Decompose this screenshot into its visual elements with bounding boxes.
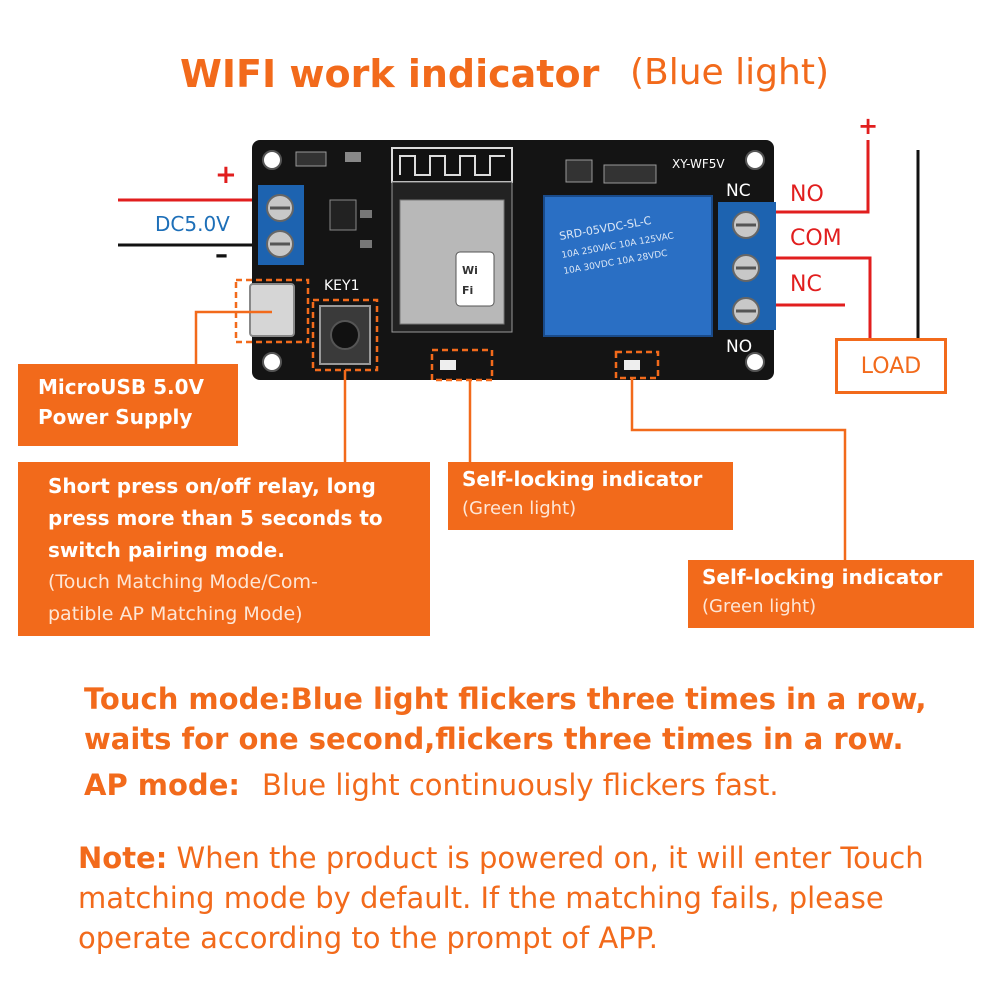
green-led-connector-line	[630, 378, 847, 562]
svg-text:NC: NC	[726, 181, 751, 201]
callout-title: Self-locking indicator	[702, 565, 943, 589]
mounting-hole	[745, 150, 765, 170]
green-led	[624, 360, 640, 370]
usb-callout: MicroUSB 5.0V Power Supply	[18, 364, 238, 446]
title-sub: (Blue light)	[630, 52, 829, 93]
ap-mode-text: Blue light continuously flickers fast.	[261, 768, 779, 802]
negative-label: –	[215, 240, 228, 270]
key-callout-line: Short press on/off relay, long	[48, 474, 376, 498]
no-terminal-label: NO	[790, 182, 824, 207]
callout-subtitle: (Green light)	[462, 498, 577, 519]
note-key: Note:	[78, 841, 168, 875]
ap-mode-line: AP mode: Blue light continuously flickers…	[84, 768, 779, 802]
svg-text:Wi: Wi	[462, 264, 478, 277]
callout-subtitle: (Green light)	[702, 596, 817, 617]
nc-terminal-label: NC	[790, 272, 822, 297]
usb-connector-line	[194, 310, 272, 366]
blue-led-callout: Self-locking indicator (Green light)	[448, 462, 733, 530]
no-wire	[775, 140, 870, 214]
note-block: Note: When the product is powered on, it…	[78, 838, 978, 958]
key-callout-line: press more than 5 seconds to	[48, 506, 383, 530]
ap-mode-key: AP mode:	[84, 768, 240, 802]
load-box: LOAD	[835, 338, 947, 394]
mounting-hole	[262, 150, 282, 170]
key-callout: Short press on/off relay, long press mor…	[18, 462, 430, 636]
green-led-callout: Self-locking indicator (Green light)	[688, 560, 974, 628]
micro-usb-port	[249, 283, 295, 337]
mounting-hole	[745, 352, 765, 372]
key-callout-note: patible AP Matching Mode)	[48, 603, 303, 625]
wifi-antenna	[391, 147, 513, 183]
touch-mode-line-2: waits for one second,flickers three time…	[84, 722, 904, 756]
load-positive-label: +	[858, 112, 879, 140]
relay	[543, 195, 713, 337]
mounting-hole	[262, 352, 282, 372]
model-label: XY-WF5V	[672, 157, 725, 171]
positive-label: +	[215, 160, 237, 190]
com-terminal-label: COM	[790, 226, 842, 251]
dc-voltage-label: DC5.0V	[155, 212, 230, 236]
svg-text:NO: NO	[726, 337, 752, 357]
touch-mode-line-1: Touch mode:Blue light flickers three tim…	[84, 682, 927, 716]
callout-title: Self-locking indicator	[462, 467, 703, 491]
key-callout-note: (Touch Matching Mode/Com-	[48, 571, 318, 593]
wifi-logo-icon	[455, 251, 495, 307]
blue-led	[440, 360, 456, 370]
usb-callout-line: Power Supply	[38, 405, 193, 429]
usb-callout-line: MicroUSB 5.0V	[38, 375, 204, 399]
key-label: KEY1	[324, 278, 360, 294]
title-main: WIFI work indicator	[180, 52, 600, 96]
load-wire	[850, 256, 872, 338]
note-text: When the product is powered on, it will …	[78, 841, 924, 955]
svg-text:Fi: Fi	[462, 284, 473, 297]
key-callout-line: switch pairing mode.	[48, 538, 285, 562]
